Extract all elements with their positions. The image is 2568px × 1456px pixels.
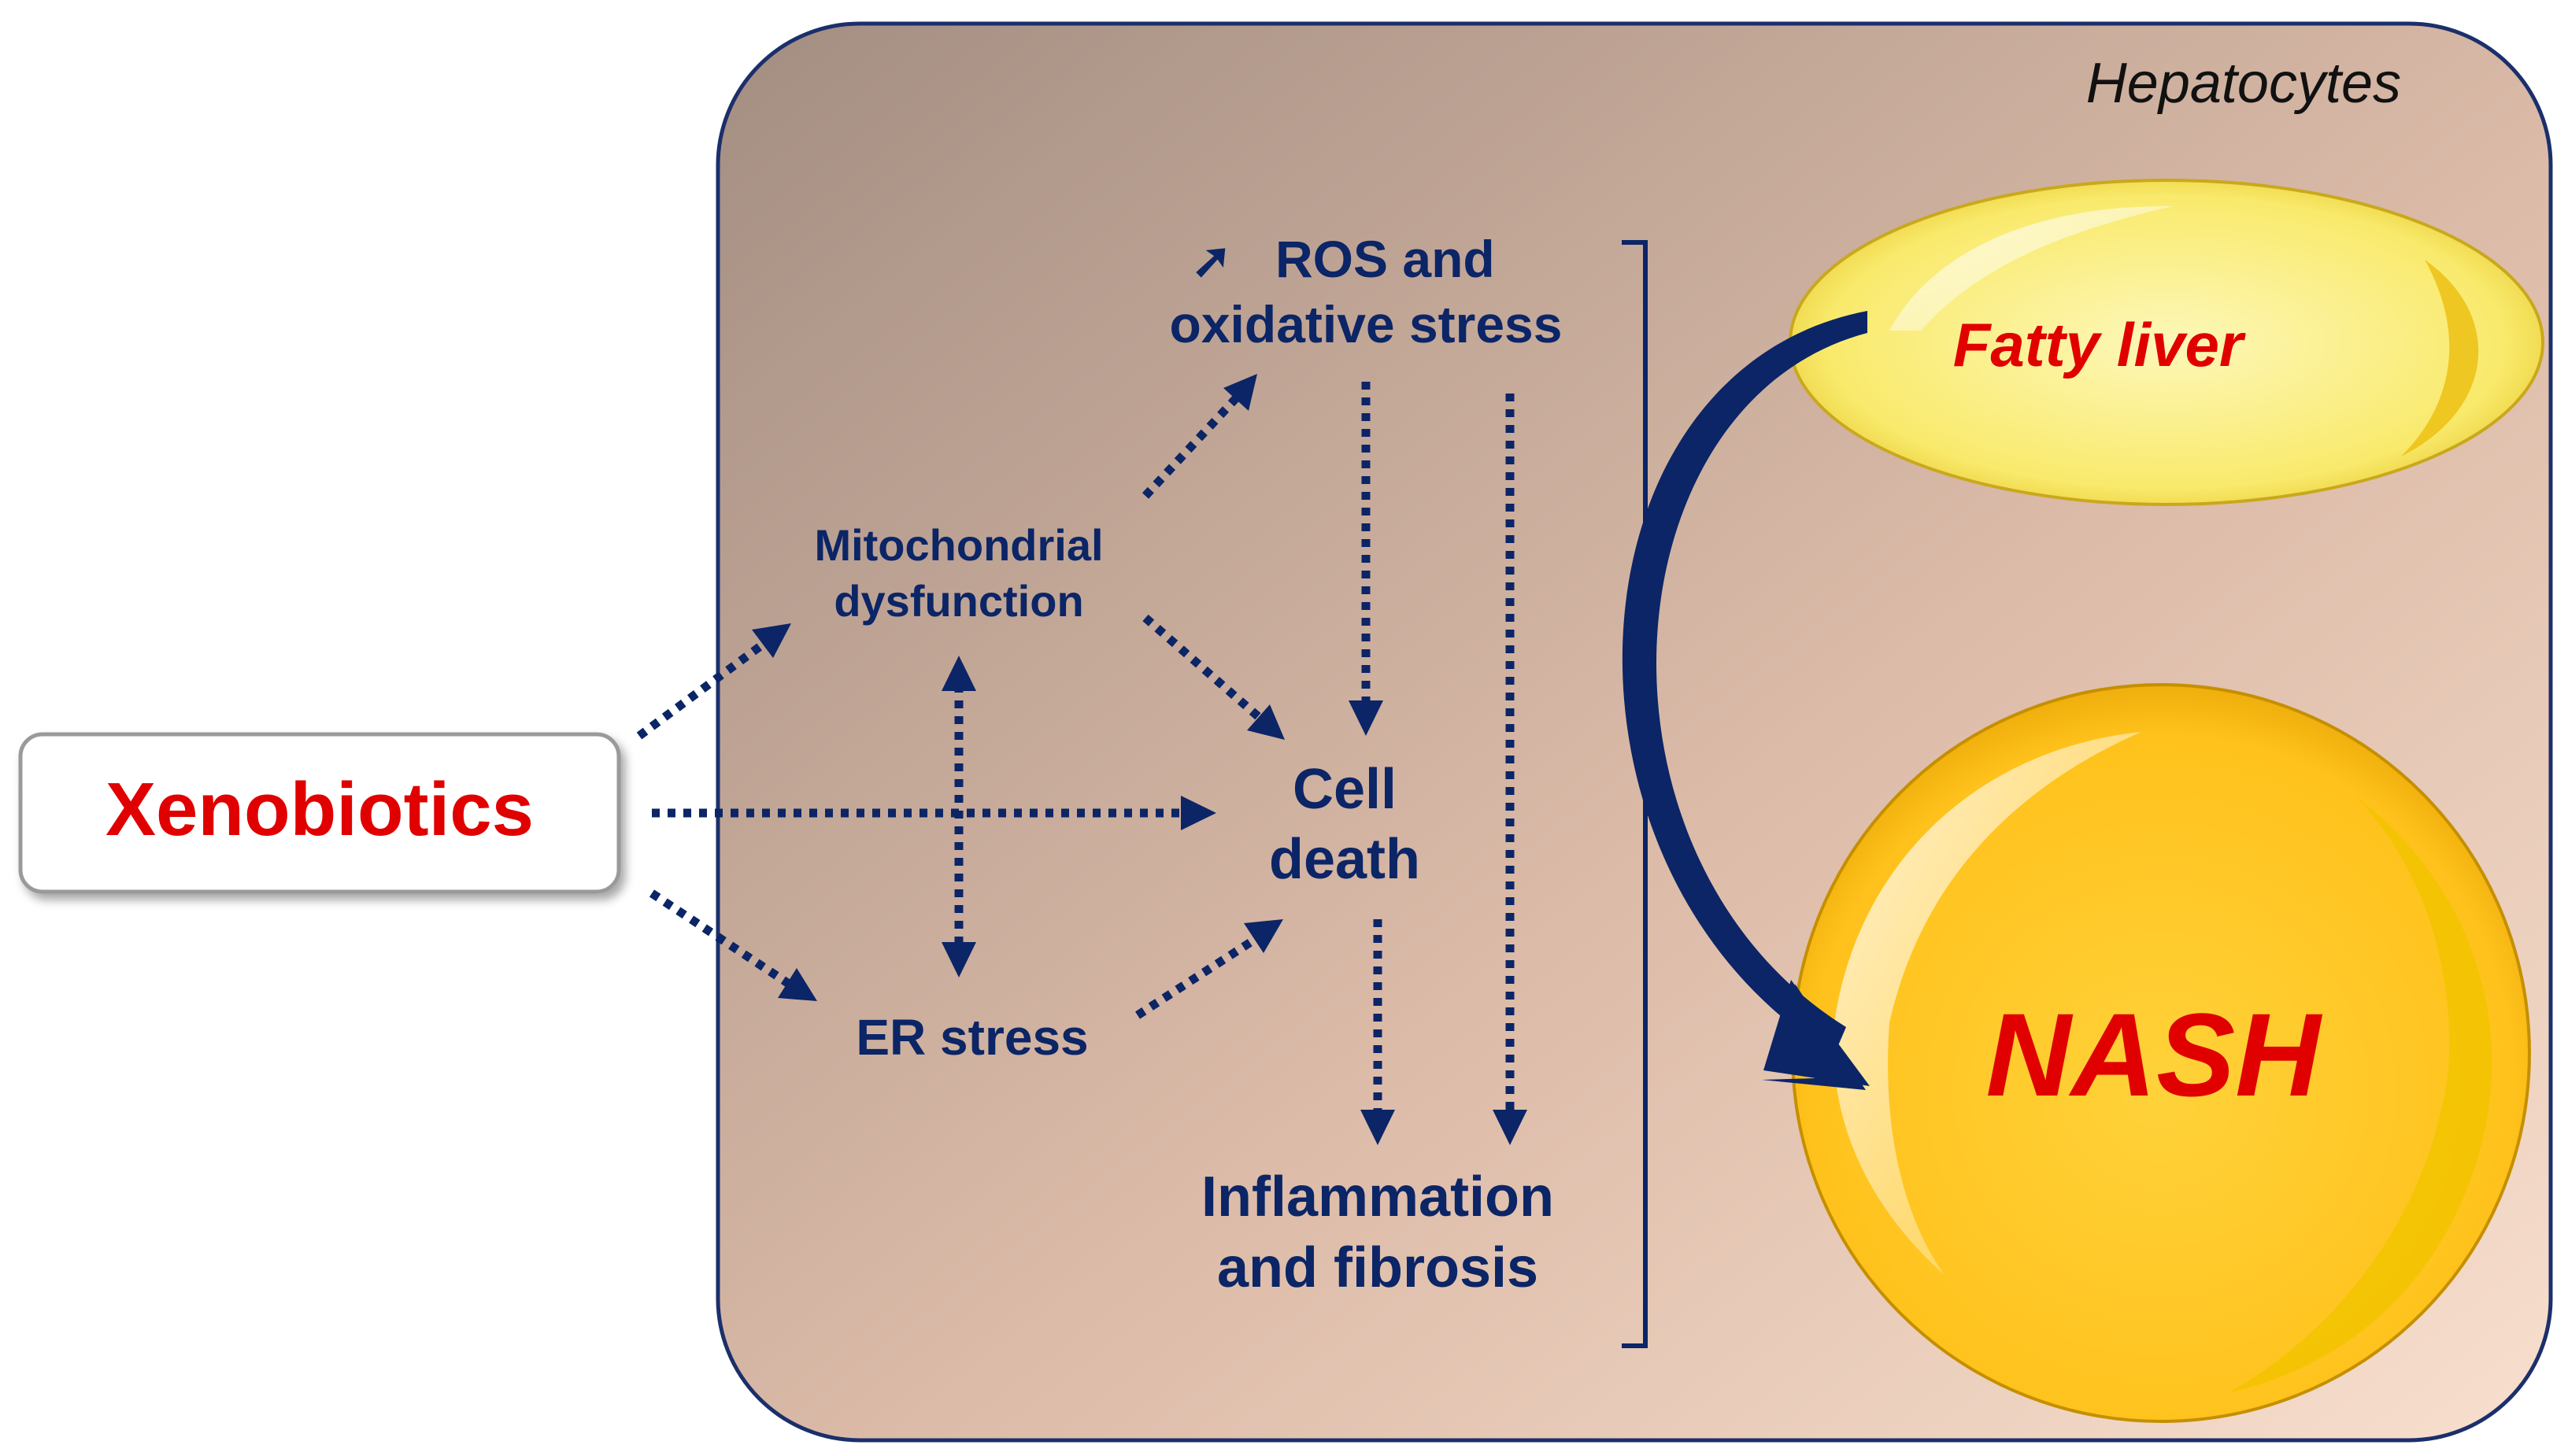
ros-label-line2: oxidative stress [1170, 295, 1563, 353]
arrow-er-to-celldeath [1135, 919, 1283, 1019]
inflammation-label-line1: Inflammation [1201, 1166, 1554, 1229]
nash-label: NASH [1985, 989, 2322, 1121]
er-stress-node: ER stress [856, 1009, 1088, 1066]
xenobiotics-box: Xenobiotics [18, 732, 621, 894]
inflammation-label-line2: and fibrosis [1217, 1236, 1538, 1299]
mitochondrial-node: Mitochondrial dysfunction [814, 520, 1103, 626]
dotted-arrows [636, 374, 1527, 1145]
hepatocytes-label: Hepatocytes [2086, 52, 2401, 115]
arrow-mito-er-bidirectional [942, 656, 976, 977]
arrow-ros-to-celldeath [1349, 382, 1383, 736]
cell-death-label-line1: Cell [1293, 758, 1397, 821]
mitochondrial-label-line2: dysfunction [834, 576, 1083, 626]
arrow-xeno-to-er [649, 889, 817, 1001]
arrow-xeno-to-mito [636, 623, 791, 740]
mitochondrial-label-line1: Mitochondrial [814, 520, 1103, 570]
er-stress-label: ER stress [856, 1009, 1088, 1066]
progression-arrow [1622, 311, 1870, 1090]
arrow-mito-to-ros [1142, 374, 1257, 499]
ros-up-arrow-icon: ➚ [1191, 234, 1232, 288]
xenobiotics-label: Xenobiotics [105, 767, 534, 852]
arrow-celldeath-to-inflammation [1360, 919, 1395, 1145]
fatty-liver-ellipse: Fatty liver [1789, 179, 2544, 506]
inflammation-node: Inflammation and fibrosis [1201, 1166, 1554, 1299]
fatty-liver-label: Fatty liver [1953, 310, 2246, 379]
nash-circle: NASH [1791, 683, 2531, 1423]
arrow-ros-to-inflammation [1493, 394, 1527, 1145]
cell-death-label-line2: death [1269, 828, 1420, 891]
ros-node: ➚ ROS and oxidative stress [1170, 230, 1563, 353]
cell-death-node: Cell death [1269, 758, 1420, 891]
ros-label-line1: ROS and [1275, 230, 1495, 288]
arrow-xeno-to-celldeath [652, 796, 1216, 830]
arrow-mito-to-celldeath [1142, 614, 1285, 740]
